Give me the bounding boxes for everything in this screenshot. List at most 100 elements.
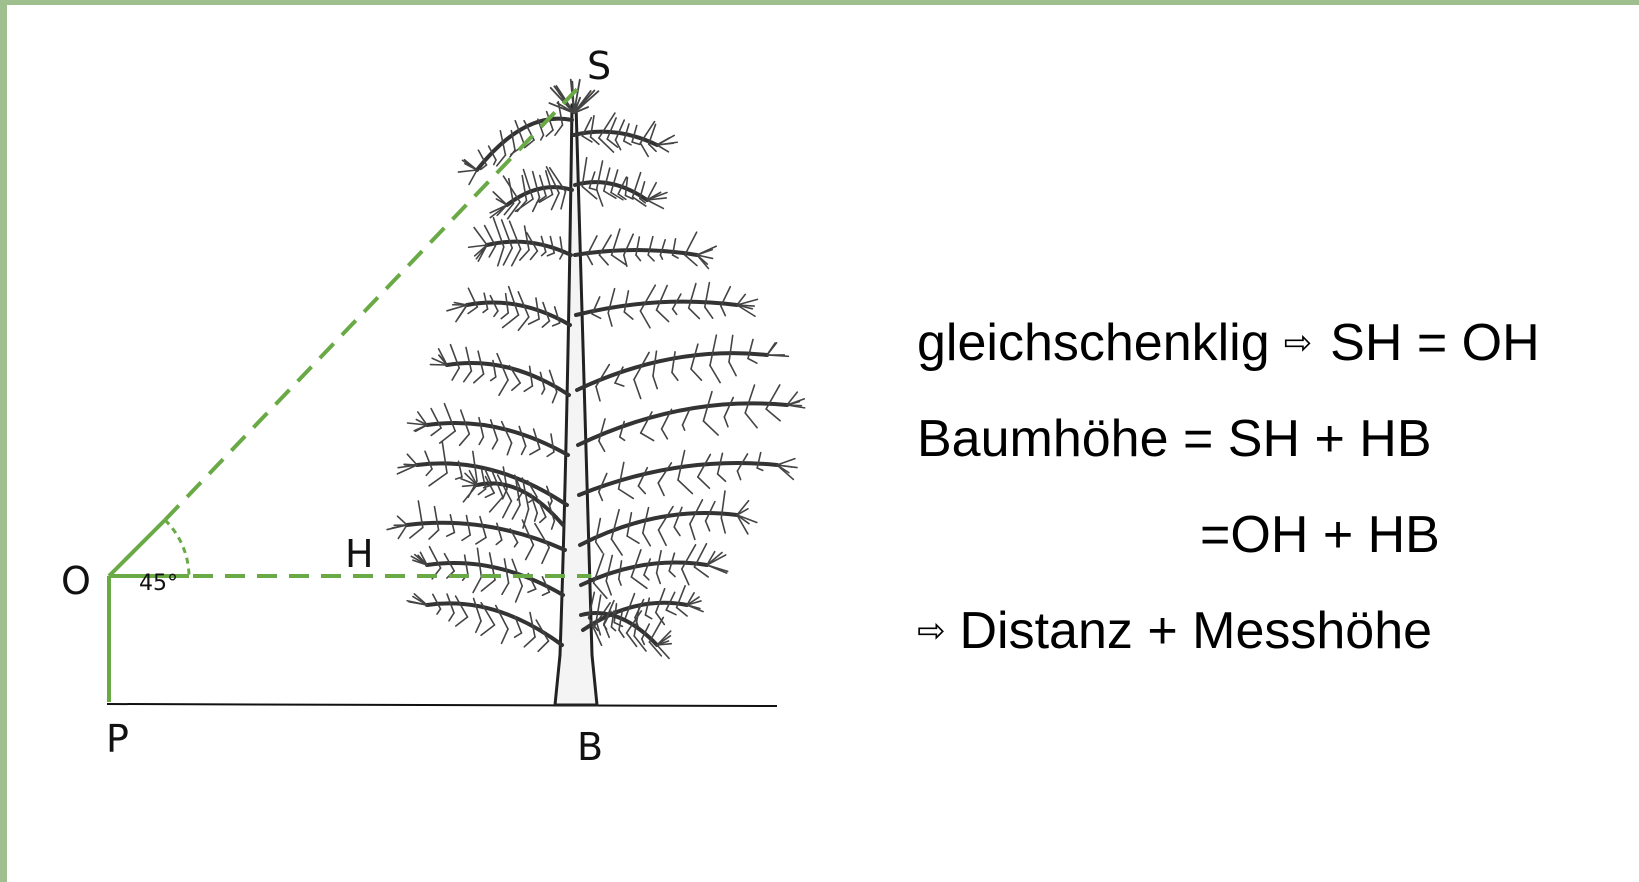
tree-branch <box>475 481 565 527</box>
tree-twig <box>538 174 547 197</box>
tree-twig <box>594 541 604 554</box>
tree-twig <box>592 626 603 647</box>
tree-twig <box>643 574 650 581</box>
tree-twig <box>656 644 670 660</box>
tree-twig <box>461 484 478 488</box>
tree-twig <box>622 140 632 146</box>
tree-twig <box>474 620 482 634</box>
tree-twig <box>545 485 553 502</box>
tree-twig <box>416 411 428 426</box>
tree-twig <box>480 601 496 626</box>
tree-twig <box>489 376 497 382</box>
tree-twig <box>647 143 657 153</box>
tree-twig <box>595 385 601 402</box>
tree-twig <box>640 623 651 640</box>
tree-twig <box>487 145 497 161</box>
tree-twig <box>546 252 556 257</box>
tree-twig <box>537 499 547 518</box>
tree-twig <box>588 171 596 189</box>
tree-twig <box>413 593 428 606</box>
sightline-to-top <box>163 82 584 522</box>
tree-twig <box>595 188 604 207</box>
tree-twig <box>528 365 534 387</box>
tree-branch <box>581 600 689 632</box>
tree-twig <box>644 614 653 620</box>
tree-twig <box>541 320 551 328</box>
tree-twig <box>462 484 478 503</box>
tree-twig <box>458 433 471 447</box>
tree-twig <box>617 560 623 580</box>
tree-twig <box>480 624 496 637</box>
tree-twig <box>473 226 488 246</box>
tree-twig <box>502 175 521 203</box>
tree-twig <box>630 576 648 590</box>
tree-twig <box>472 597 482 622</box>
tree-twig <box>438 354 448 366</box>
tree-twig <box>467 306 479 315</box>
tree-twig <box>610 228 621 256</box>
tree-twig <box>655 284 668 311</box>
tree-twig <box>506 201 521 220</box>
tree-twig <box>460 478 478 486</box>
tree-twig <box>702 420 719 436</box>
tree-twig <box>709 334 718 367</box>
tree-twig <box>531 196 541 213</box>
tree-twig <box>617 176 628 195</box>
tree-twig <box>449 514 456 534</box>
tree-twig <box>605 580 613 596</box>
tree-twig <box>517 316 530 332</box>
tree-twig <box>631 196 647 207</box>
tree-twig <box>541 546 551 565</box>
tree-twig <box>502 247 514 266</box>
tree-twig <box>675 584 686 609</box>
tree-twig <box>478 416 485 438</box>
tree-twig <box>614 382 625 387</box>
tree-twig <box>503 202 515 216</box>
tree-twig <box>535 297 540 320</box>
tree-twig <box>482 308 489 314</box>
tree-twig <box>654 587 666 614</box>
tree-twig <box>496 352 509 381</box>
tree-twig <box>728 361 737 377</box>
tree-twig <box>597 472 608 493</box>
tree-twig <box>496 522 503 541</box>
tree-twig <box>633 635 647 652</box>
tree-twig <box>624 194 634 200</box>
tree-twig <box>409 600 428 606</box>
tree-twig <box>472 450 478 482</box>
tree-twig <box>747 338 754 360</box>
tree-twig <box>522 508 530 529</box>
tree-twig <box>625 632 638 648</box>
tree-twig <box>406 422 428 426</box>
tree-twig <box>610 538 623 556</box>
tree-twig <box>656 630 672 646</box>
tree-twig <box>523 225 530 251</box>
tree-twig <box>644 597 651 616</box>
tree-twig <box>703 281 711 308</box>
tree-twig <box>736 453 749 472</box>
tree-twig <box>499 129 507 156</box>
tree-twig <box>386 524 408 531</box>
tree-twig <box>553 85 575 114</box>
tree-twig <box>681 409 691 426</box>
tree-twig <box>648 641 663 657</box>
tree-twig <box>513 632 523 638</box>
tree-twig <box>501 314 520 329</box>
tree-twig <box>728 334 734 363</box>
tree-branch <box>578 511 739 547</box>
tree-twig <box>397 524 408 540</box>
tree-twig <box>446 593 455 614</box>
tree-twig <box>671 308 678 316</box>
tree-twig <box>595 160 604 191</box>
tree-twig <box>396 464 418 475</box>
tree-twig <box>652 350 658 377</box>
tree-twig <box>639 432 655 442</box>
tree-twig <box>531 170 541 199</box>
tree-twig <box>479 164 488 171</box>
tree-twig <box>765 384 781 410</box>
tree-twig <box>617 193 627 201</box>
tree-twig <box>541 591 551 597</box>
tree-twig <box>483 292 489 310</box>
tree-branch <box>425 421 570 457</box>
point-label-h: H <box>345 532 374 576</box>
